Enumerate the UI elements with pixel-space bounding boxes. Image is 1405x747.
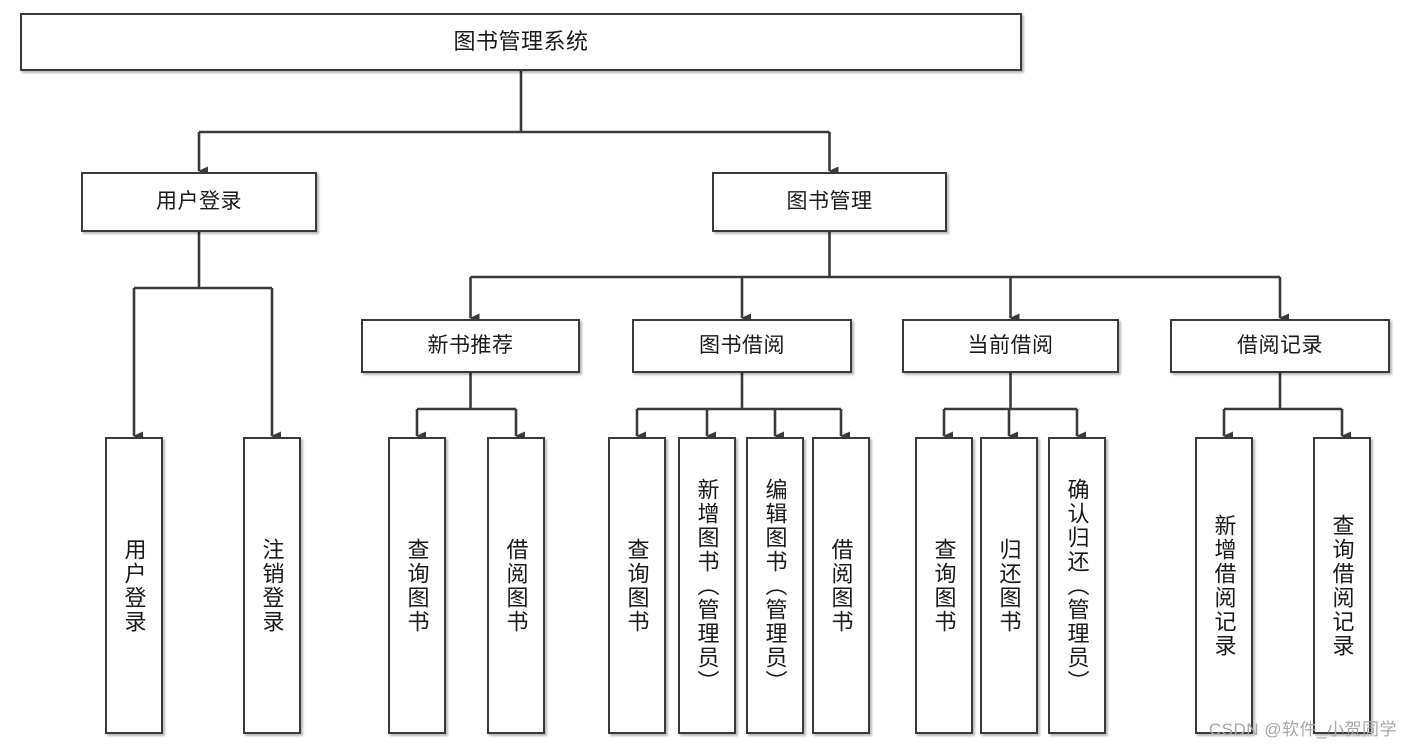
node-label: 当前借阅 xyxy=(967,334,1054,358)
node-leaf-query-record[interactable]: 查询借阅记录 xyxy=(1313,437,1371,734)
node-root[interactable]: 图书管理系统 xyxy=(20,13,1022,71)
node-leaf-add-record[interactable]: 新增借阅记录 xyxy=(1195,437,1253,734)
node-label: 查询图书 xyxy=(404,537,430,634)
node-leaf-borrow-book-2[interactable]: 借阅图书 xyxy=(812,437,870,734)
node-label: 编辑图书（管理员） xyxy=(762,477,788,694)
node-leaf-borrow-book-1[interactable]: 借阅图书 xyxy=(487,437,545,734)
node-label: 借阅图书 xyxy=(503,537,529,634)
node-label: 查询图书 xyxy=(624,537,650,634)
node-new-book-rec[interactable]: 新书推荐 xyxy=(361,319,580,373)
node-leaf-query-book-2[interactable]: 查询图书 xyxy=(608,437,666,734)
node-label: 图书借阅 xyxy=(699,334,785,358)
node-label: 新增借阅记录 xyxy=(1211,513,1237,658)
node-user-login[interactable]: 用户登录 xyxy=(81,172,317,232)
node-leaf-confirm-return[interactable]: 确认归还（管理员） xyxy=(1048,437,1106,734)
node-label: 新书推荐 xyxy=(427,334,514,358)
node-label: 用户登录 xyxy=(121,537,147,634)
node-label: 图书管理 xyxy=(786,190,873,214)
node-label: 借阅记录 xyxy=(1237,334,1323,358)
node-book-borrow[interactable]: 图书借阅 xyxy=(632,319,852,373)
node-leaf-edit-book[interactable]: 编辑图书（管理员） xyxy=(746,437,804,734)
node-leaf-query-book-3[interactable]: 查询图书 xyxy=(915,437,973,734)
node-label: 确认归还（管理员） xyxy=(1064,477,1090,694)
node-label: 注销登录 xyxy=(259,537,285,634)
node-label: 查询图书 xyxy=(931,537,957,634)
node-label: 图书管理系统 xyxy=(453,28,589,54)
node-label: 用户登录 xyxy=(156,190,242,214)
node-label: 查询借阅记录 xyxy=(1329,513,1355,658)
node-leaf-return-book[interactable]: 归还图书 xyxy=(980,437,1038,734)
edge-paths xyxy=(132,71,1351,441)
node-current-borrow[interactable]: 当前借阅 xyxy=(902,319,1119,373)
node-borrow-record[interactable]: 借阅记录 xyxy=(1170,319,1390,373)
node-leaf-query-book-1[interactable]: 查询图书 xyxy=(388,437,446,734)
node-leaf-logout[interactable]: 注销登录 xyxy=(243,437,301,734)
node-label: 新增图书（管理员） xyxy=(694,477,720,694)
node-label: 借阅图书 xyxy=(828,537,854,634)
node-leaf-add-book[interactable]: 新增图书（管理员） xyxy=(678,437,736,734)
node-book-manage[interactable]: 图书管理 xyxy=(712,172,947,232)
node-leaf-user-login[interactable]: 用户登录 xyxy=(105,437,163,734)
node-label: 归还图书 xyxy=(996,537,1022,634)
